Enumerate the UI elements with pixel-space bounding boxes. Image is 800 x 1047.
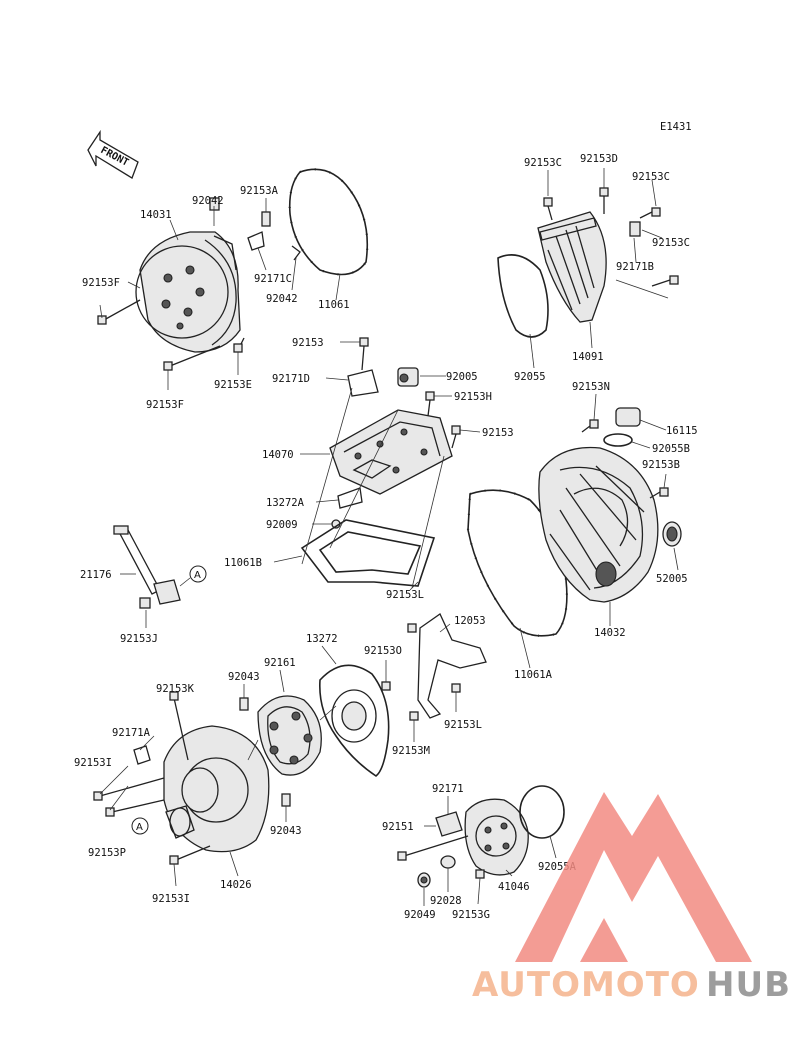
label-41046: 41046 — [498, 881, 530, 893]
leaders-lower-middle — [423, 796, 557, 906]
cover-14091 — [537, 211, 641, 323]
label-92171b: 92171B — [616, 261, 654, 273]
leaders-middle — [273, 341, 481, 591]
label-92153g: 92153G — [452, 909, 490, 921]
label-92153c-1: 92153C — [524, 157, 562, 169]
leaders-bracket — [385, 623, 457, 742]
clutch-cover-14032 — [538, 446, 659, 603]
label-92153e: 92153E — [214, 379, 252, 391]
label-14091: 14091 — [572, 351, 604, 363]
label-92171d: 92171D — [272, 373, 310, 385]
shaft-21176: A — [113, 525, 207, 609]
bolts-upper-right — [543, 187, 679, 287]
leaders-lower-left — [99, 645, 337, 887]
ref-letter-a-lower: A — [136, 822, 143, 833]
housing-41046 — [464, 798, 529, 876]
label-92153o: 92153O — [364, 645, 402, 657]
label-92153d: 92153D — [580, 153, 618, 165]
label-92153b: 92153B — [642, 459, 680, 471]
leaders-upper-right — [529, 168, 669, 369]
gasket-11061a — [466, 489, 568, 637]
gasket-11061 — [288, 168, 369, 276]
automotohub-logo: AUTOMOTO HUB — [472, 792, 791, 1005]
ref-letter-a-upper: A — [194, 570, 201, 581]
label-92043-b: 92043 — [270, 825, 302, 837]
bolts-upper-left — [97, 197, 301, 371]
label-92049: 92049 — [404, 909, 436, 921]
label-92153f-1: 92153F — [82, 277, 120, 289]
label-92153i-2: 92153I — [152, 893, 190, 905]
label-92171: 92171 — [432, 783, 464, 795]
gasket-11061b — [300, 519, 436, 587]
label-52005: 52005 — [656, 573, 688, 585]
label-92005: 92005 — [446, 371, 478, 383]
label-92153p: 92153P — [88, 847, 126, 859]
leaders-upper-left — [99, 198, 341, 390]
label-92055b: 92055B — [652, 443, 690, 455]
label-14070: 14070 — [262, 449, 294, 461]
label-21176: 21176 — [80, 569, 112, 581]
label-92153a: 92153A — [240, 185, 279, 197]
logo-triangle-icon — [515, 792, 752, 962]
label-13272a: 13272A — [266, 497, 305, 509]
label-92171c: 92171C — [254, 273, 292, 285]
label-92055: 92055 — [514, 371, 546, 383]
label-92153l-1: 92153L — [386, 589, 424, 601]
label-16115: 16115 — [666, 425, 698, 437]
diagram-id: E1431 — [660, 121, 692, 133]
gasket-13272 — [319, 664, 390, 777]
label-92153k: 92153K — [156, 683, 195, 695]
plug-16115 — [603, 407, 641, 447]
label-92151: 92151 — [382, 821, 414, 833]
logo-word-hub: HUB — [706, 965, 791, 1005]
label-92153c-3: 92153C — [652, 237, 690, 249]
label-12053: 12053 — [454, 615, 486, 627]
rotor-92161 — [257, 695, 322, 776]
logo-word-automoto: AUTOMOTO — [472, 965, 700, 1005]
oil-seal-52005 — [662, 521, 682, 547]
label-11061a: 11061A — [514, 669, 553, 681]
label-92153h: 92153H — [454, 391, 492, 403]
gasket-92055 — [497, 254, 549, 338]
label-92153n: 92153N — [572, 381, 610, 393]
cover-14026: A — [131, 725, 270, 853]
label-13272: 13272 — [306, 633, 338, 645]
label-92043-a: 92043 — [228, 671, 260, 683]
label-11061b: 11061B — [224, 557, 262, 569]
label-92153j: 92153J — [120, 633, 158, 645]
label-92153m: 92153M — [392, 745, 430, 757]
label-92153: 92153 — [292, 337, 324, 349]
label-92161: 92161 — [264, 657, 296, 669]
bracket-92171d — [347, 369, 379, 397]
label-92028: 92028 — [430, 895, 462, 907]
label-92171a: 92171A — [112, 727, 151, 739]
leaders-right — [519, 393, 679, 669]
parts-lower-middle — [397, 811, 485, 888]
label-92042-b: 92042 — [266, 293, 298, 305]
front-arrow-icon: FRONT — [87, 129, 139, 179]
label-92153f-2: 92153F — [146, 399, 184, 411]
label-92153l-2: 92153L — [444, 719, 482, 731]
label-92042-a: 92042 — [192, 195, 224, 207]
label-14032: 14032 — [594, 627, 626, 639]
cover-14070 — [329, 409, 453, 495]
label-92153i-1: 92153I — [74, 757, 112, 769]
generator-cover-14031 — [135, 231, 241, 353]
label-92153-b: 92153 — [482, 427, 514, 439]
o-ring-92055a — [519, 785, 565, 839]
label-11061: 11061 — [318, 299, 350, 311]
damper-92005 — [397, 367, 419, 387]
label-92009: 92009 — [266, 519, 298, 531]
bracket-12053 — [381, 613, 487, 721]
label-14026: 14026 — [220, 879, 252, 891]
label-14031: 14031 — [140, 209, 172, 221]
label-92153c-2: 92153C — [632, 171, 670, 183]
